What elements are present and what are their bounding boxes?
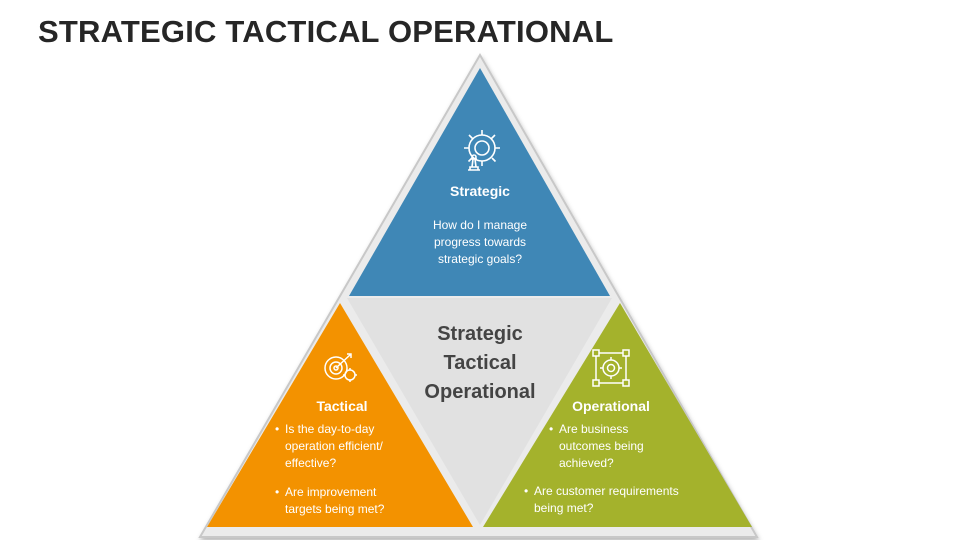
- tactical-bullet-1: Is the day-to-day operation efficient/ e…: [275, 421, 415, 472]
- operational-bullet-1: Are business outcomes being achieved?: [549, 421, 689, 472]
- center-triangle: [347, 298, 612, 525]
- target-gears-icon: [324, 353, 357, 382]
- process-cycle-icon: [592, 349, 630, 387]
- strategic-description: How do I manage progress towards strateg…: [432, 218, 528, 266]
- strategic-label: Strategic: [450, 183, 510, 199]
- slide-title: STRATEGIC TACTICAL OPERATIONAL: [38, 14, 614, 49]
- tactical-label: Tactical: [316, 398, 368, 414]
- tactical-bullets: Is the day-to-day operation efficient/ e…: [275, 421, 415, 530]
- tactical-bullet-2: Are improvement targets being met?: [275, 484, 415, 518]
- center-label: Strategic Tactical Operational: [424, 323, 536, 403]
- gear-chess-icon: [464, 130, 500, 171]
- strategic-triangle: [349, 68, 610, 296]
- operational-bullets: Are business outcomes being achieved?: [549, 421, 689, 484]
- operational-bullets-2: Are customer requirements being met?: [524, 483, 704, 529]
- operational-bullet-2: Are customer requirements being met?: [524, 483, 704, 517]
- operational-label: Operational: [572, 398, 650, 414]
